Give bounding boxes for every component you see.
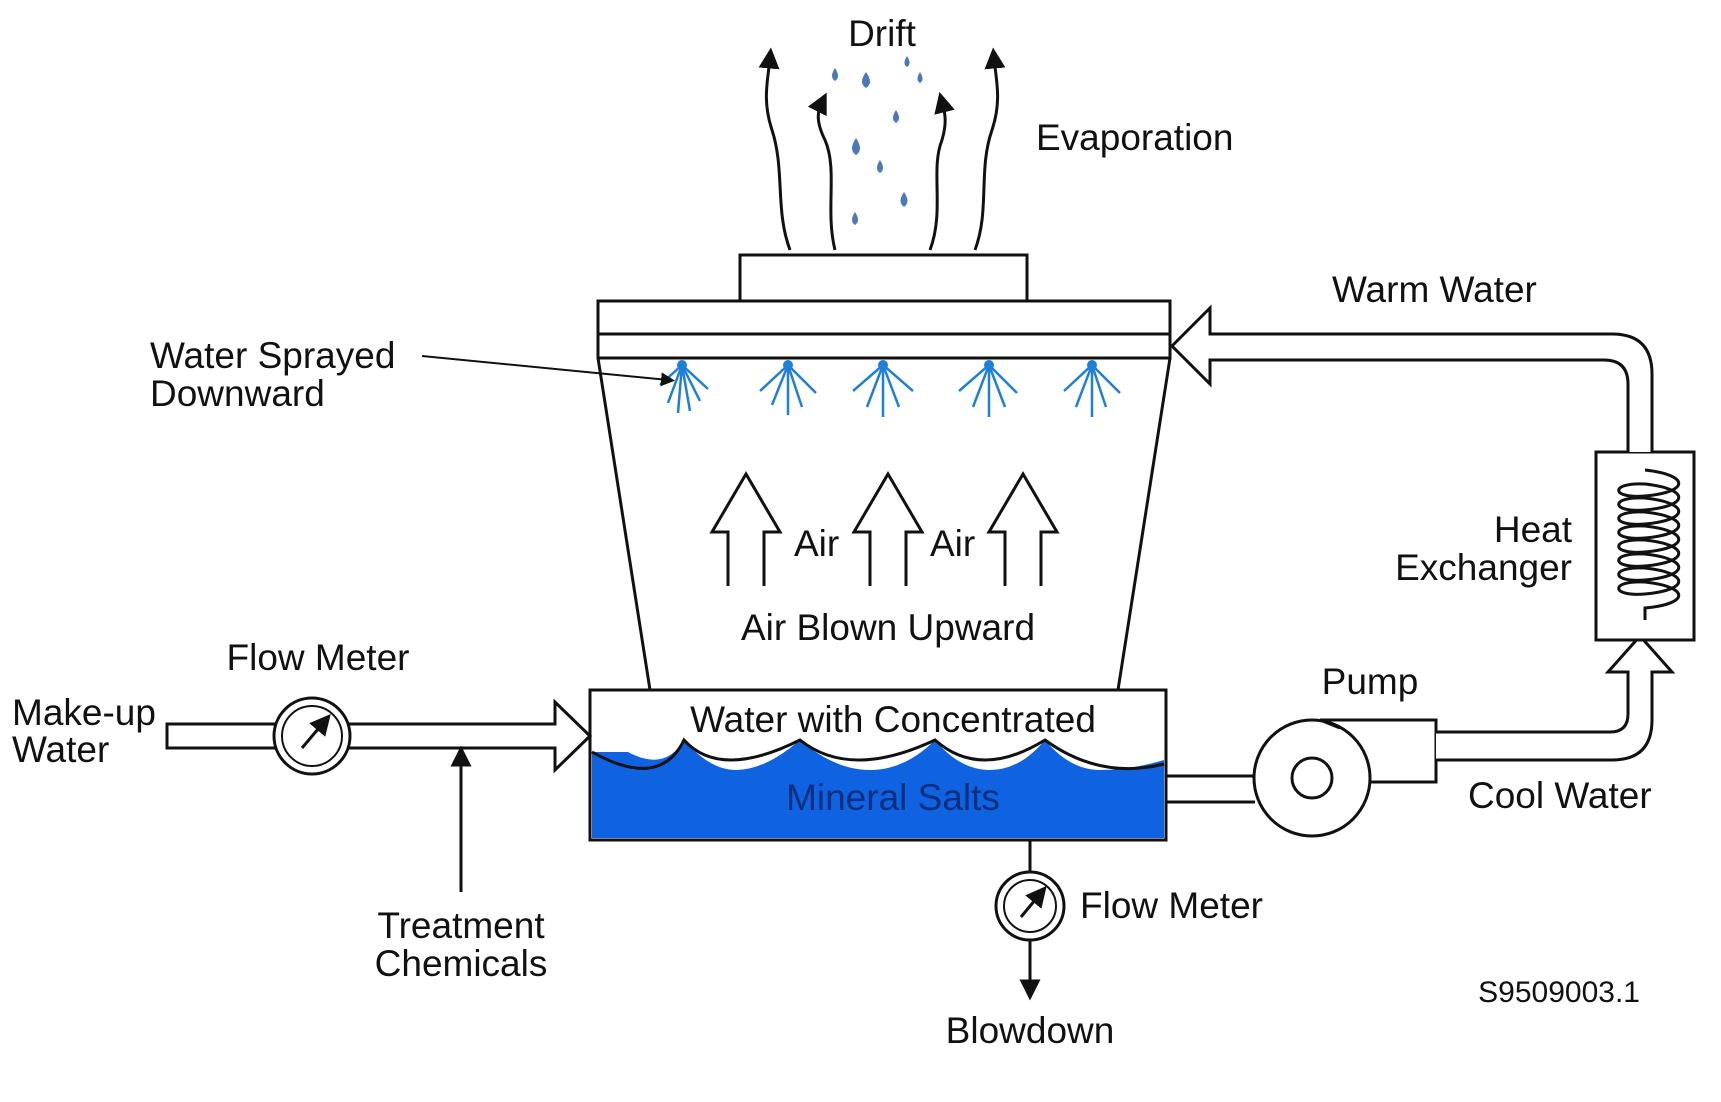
drop-icon <box>862 72 870 88</box>
blowdown-label: Blowdown <box>946 1010 1115 1051</box>
evaporation-arrow-1 <box>758 47 792 251</box>
basin-water-surface <box>591 737 1165 770</box>
evaporation-arrows <box>758 47 1006 251</box>
cool-water-pipe <box>1436 633 1676 762</box>
treatment-chemicals-label-line2: Chemicals <box>375 943 548 984</box>
air-arrow-2 <box>851 471 925 586</box>
spray-nozzle-icon <box>852 360 914 417</box>
make-up-water-label-line2: Water <box>12 729 109 770</box>
tower-right-wall <box>1116 357 1172 691</box>
air-arrow-1 <box>709 471 783 586</box>
air-blown-upward-label: Air Blown Upward <box>741 607 1035 648</box>
figure-id-label: S9509003.1 <box>1478 976 1640 1009</box>
treatment-chemicals-label-line1: Treatment <box>377 905 545 946</box>
heat-exchanger-coil-icon <box>1617 468 1680 620</box>
heat-exchanger-label-line1: Heat <box>1494 509 1573 550</box>
air-arrows <box>709 471 1060 586</box>
evaporation-arrow-4 <box>973 47 1006 251</box>
make-up-water-pipe <box>165 698 593 774</box>
air-label-1: Air <box>794 523 839 564</box>
drop-icon <box>900 192 908 207</box>
tower-left-wall <box>596 357 652 691</box>
water-sprayed-leader <box>421 355 675 387</box>
water-sprayed-label-line1: Water Sprayed <box>150 335 395 376</box>
flow-meter-gauge-icon <box>272 696 352 776</box>
spray-nozzles <box>659 360 1121 417</box>
drift-label: Drift <box>848 13 917 54</box>
flow-meter-in-label: Flow Meter <box>227 637 410 678</box>
fan-stack <box>738 253 1029 303</box>
pump-suction-pipe <box>1166 774 1255 804</box>
centrifugal-pump-icon <box>1252 718 1438 838</box>
warm-water-pipe <box>1169 304 1654 452</box>
flow-meter-out-label: Flow Meter <box>1080 885 1263 926</box>
air-label-2: Air <box>930 523 975 564</box>
water-sprayed-label-line2: Downward <box>150 373 325 414</box>
evaporation-label: Evaporation <box>1036 117 1233 158</box>
spray-nozzle-icon <box>759 360 817 415</box>
drop-icon <box>904 56 910 67</box>
drop-icon <box>852 138 860 155</box>
drop-icon <box>832 68 838 81</box>
cool-water-label: Cool Water <box>1468 775 1652 816</box>
flow-meter-gauge-icon <box>994 870 1066 942</box>
pump-label: Pump <box>1322 661 1419 702</box>
tower-top-band <box>596 299 1172 360</box>
basin-water <box>592 740 1164 838</box>
basin-label-line2: Mineral Salts <box>786 777 1000 818</box>
drift-droplets <box>832 56 923 225</box>
warm-water-label: Warm Water <box>1332 269 1537 310</box>
spray-nozzle-icon <box>1063 360 1121 417</box>
drop-icon <box>893 110 899 123</box>
heat-exchanger-label-line2: Exchanger <box>1395 547 1572 588</box>
spray-nozzle-icon <box>659 360 709 414</box>
make-up-water-label-line1: Make-up <box>12 692 156 733</box>
drop-icon <box>877 160 883 173</box>
cooling-tower <box>596 253 1172 691</box>
evaporation-arrow-3 <box>928 91 955 251</box>
basin-label-line1: Water with Concentrated <box>690 699 1096 740</box>
drop-icon <box>917 72 923 83</box>
air-arrow-3 <box>986 471 1060 586</box>
spray-nozzle-icon <box>958 360 1018 417</box>
drop-icon <box>852 212 858 225</box>
evaporation-arrow-2 <box>807 92 837 251</box>
basin <box>588 688 1168 842</box>
